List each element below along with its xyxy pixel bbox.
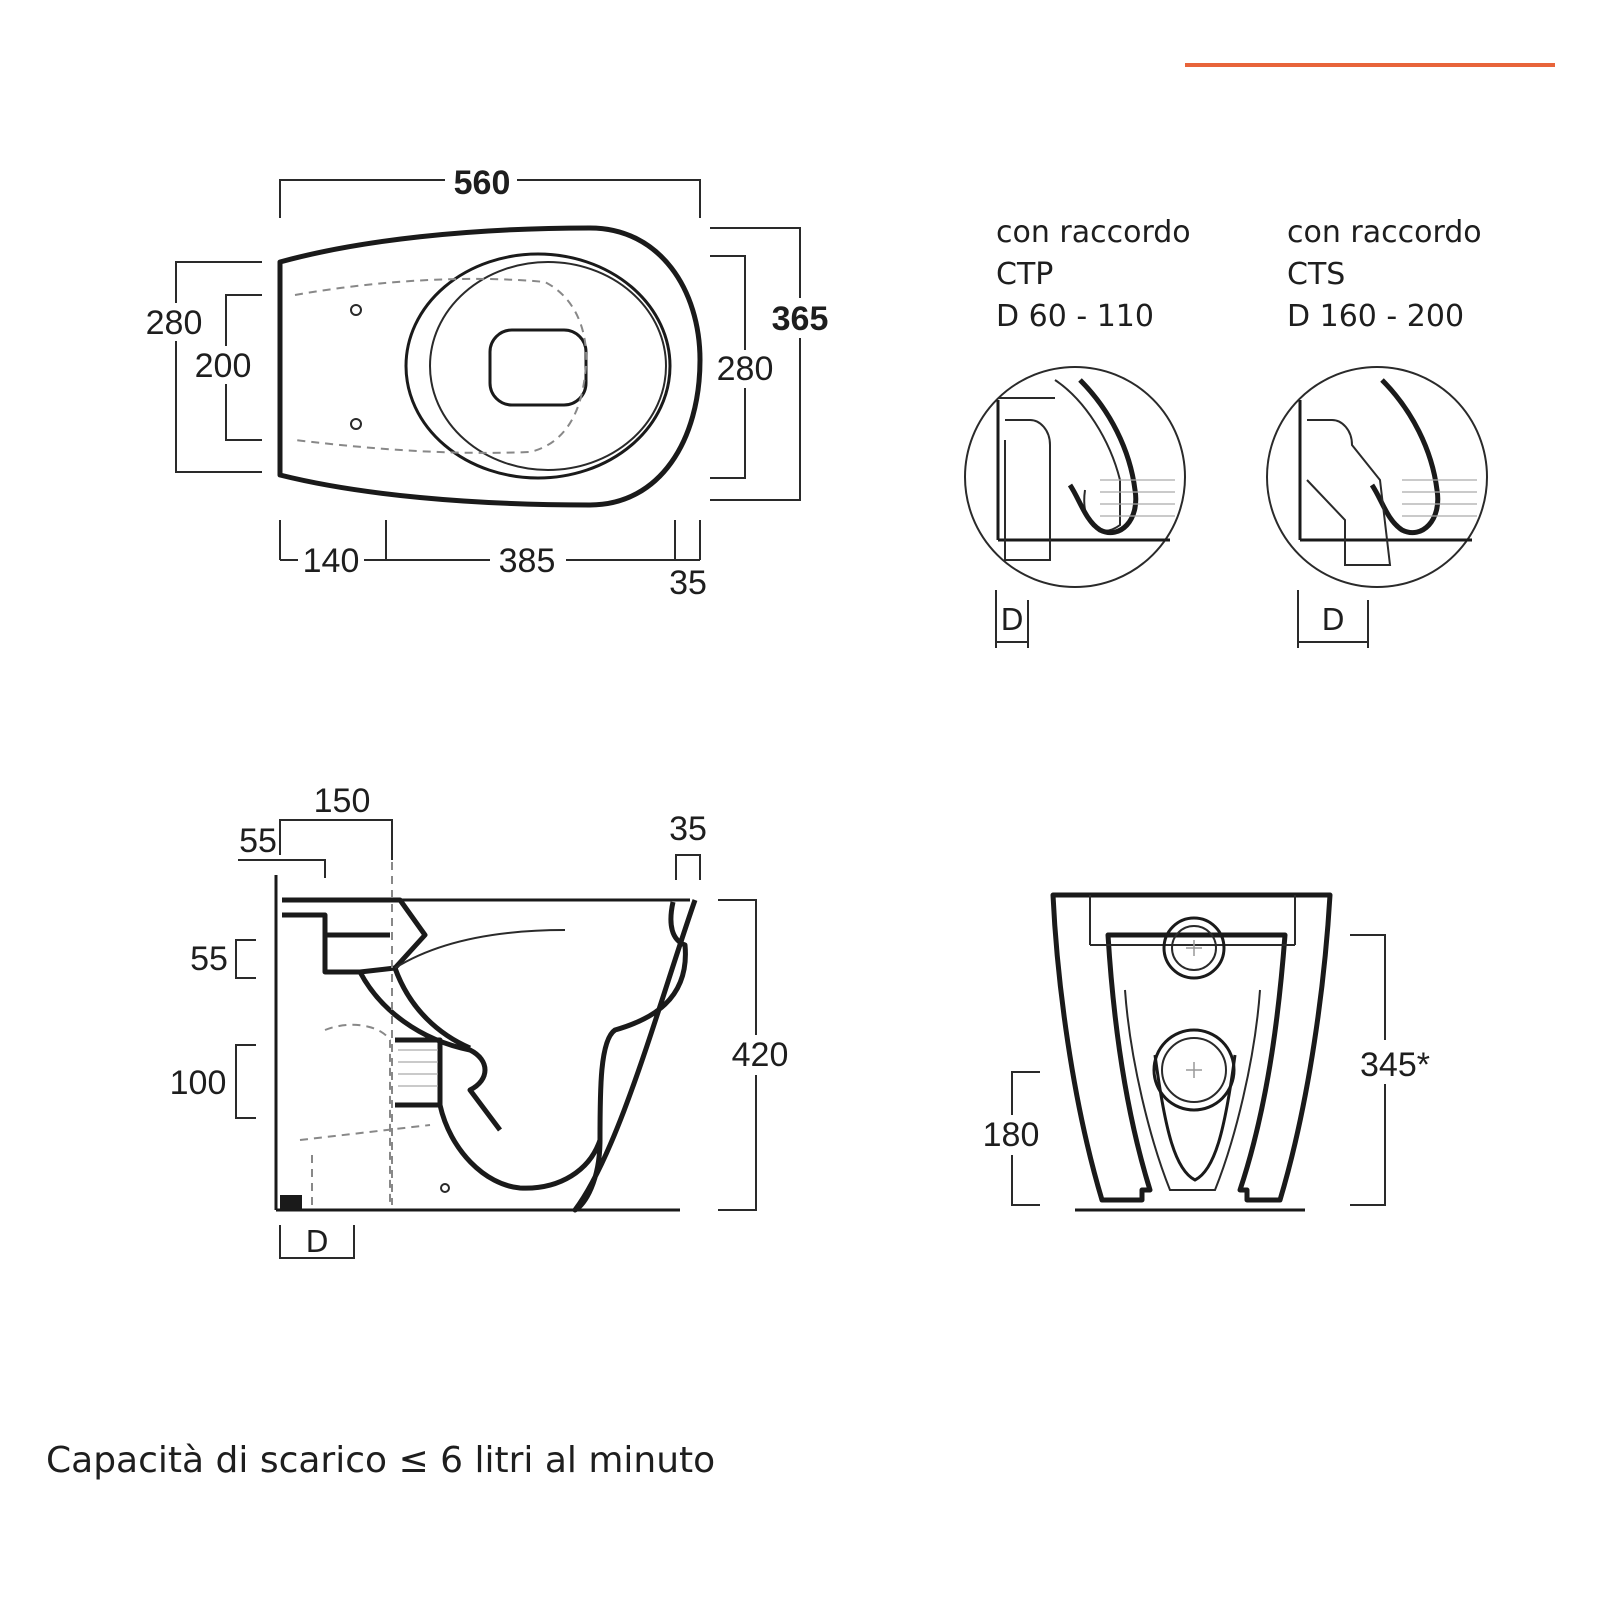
dim-depth-inner: 280 xyxy=(717,350,774,388)
dim-bottom-left: 140 xyxy=(303,542,360,580)
detail-cts: con raccordo CTS D 160 - 200 D xyxy=(1266,215,1488,648)
dim-side-d: D xyxy=(305,1225,328,1260)
detail-ctp-dim: D xyxy=(1000,603,1023,638)
detail-ctp: con raccordo CTP D 60 - 110 D xyxy=(964,215,1191,648)
plan-bolt-hole xyxy=(350,304,362,316)
detail-cts-line3: D 160 - 200 xyxy=(1287,299,1464,334)
detail-cts-line2: CTS xyxy=(1287,257,1345,292)
dim-side-top-right-35: 35 xyxy=(669,810,707,848)
detail-ctp-line1: con raccordo xyxy=(996,215,1191,250)
dim-back-180: 180 xyxy=(983,1116,1040,1154)
back-outlet xyxy=(1152,1028,1236,1112)
dim-left-inner: 200 xyxy=(195,347,252,385)
dim-bottom-right: 35 xyxy=(669,564,707,602)
plan-bowl-outer xyxy=(404,252,672,480)
detail-cts-dim: D xyxy=(1321,603,1344,638)
back-inlet xyxy=(1162,916,1226,980)
side-view: 150 55 35 55 100 420 D xyxy=(170,782,797,1260)
detail-cts-line1: con raccordo xyxy=(1287,215,1482,250)
dim-side-top-55: 55 xyxy=(239,822,277,860)
dim-bottom-mid: 385 xyxy=(499,542,556,580)
dim-width: 560 xyxy=(454,164,511,202)
dim-depth-outer: 365 xyxy=(772,300,829,338)
dim-side-left-55: 55 xyxy=(190,940,228,978)
dim-left-outer: 280 xyxy=(146,304,203,342)
dim-side-left-100: 100 xyxy=(170,1064,227,1102)
dim-back-345: 345* xyxy=(1360,1046,1430,1084)
dim-side-height: 420 xyxy=(732,1036,789,1074)
plan-view: 560 365 280 280 200 140 385 35 xyxy=(140,162,845,602)
plan-bolt-hole xyxy=(350,418,362,430)
back-view: 180 345* xyxy=(975,892,1440,1212)
plan-drain xyxy=(488,328,588,407)
discharge-capacity-note: Capacità di scarico ≤ 6 litri al minuto xyxy=(46,1440,715,1481)
plan-outline xyxy=(277,225,703,508)
detail-ctp-line2: CTP xyxy=(996,257,1053,292)
dim-side-150: 150 xyxy=(314,782,371,820)
plan-bowl-inner xyxy=(429,261,667,471)
detail-ctp-line3: D 60 - 110 xyxy=(996,299,1154,334)
